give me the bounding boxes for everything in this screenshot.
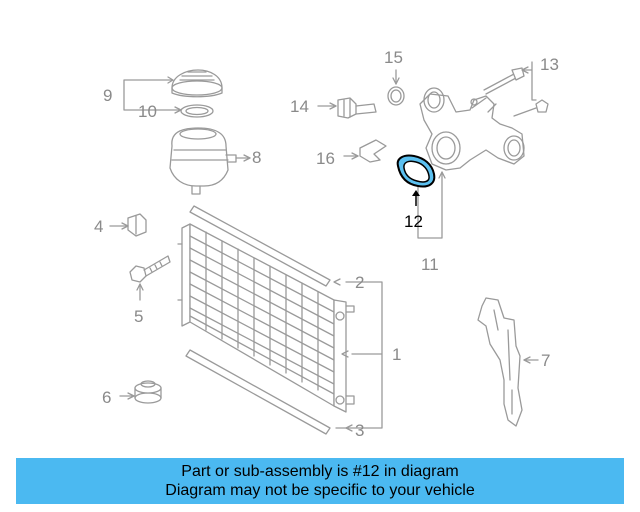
callout-13: 13 — [540, 55, 559, 74]
gasket-part-highlighted[interactable] — [396, 154, 436, 188]
callout-9: 9 — [103, 86, 112, 105]
callout-14: 14 — [290, 97, 309, 116]
callout-12: 12 — [404, 212, 423, 231]
callout-11: 11 — [421, 255, 439, 274]
callout-3: 3 — [355, 421, 364, 440]
callout-2: 2 — [355, 273, 364, 292]
radiator-part — [177, 223, 355, 413]
banner-line-part-number: Part or sub-assembly is #12 in diagram — [181, 463, 459, 480]
callout-5: 5 — [134, 307, 143, 326]
reservoir-cap-part — [171, 69, 223, 98]
callout-15: 15 — [384, 48, 403, 67]
banner-line-disclaimer: Diagram may not be specific to your vehi… — [165, 482, 475, 499]
parts-diagram: 1 2 3 4 5 6 7 8 9 10 11 12 13 14 15 16 — [94, 48, 559, 440]
callout-7: 7 — [541, 351, 550, 370]
expansion-tank-part — [169, 127, 237, 195]
rubber-mount-part — [134, 380, 162, 404]
callout-bracket-9-10 — [123, 79, 181, 111]
upper-seal-strip-part — [189, 205, 331, 287]
air-duct-part — [477, 297, 523, 427]
bolt-part — [129, 255, 171, 283]
lower-seal-strip-part — [185, 349, 331, 435]
temp-sensor-part — [337, 97, 377, 119]
thermostat-housing-part — [419, 87, 525, 171]
retaining-clip-part — [359, 139, 387, 163]
callout-6: 6 — [102, 388, 111, 407]
callout-16: 16 — [316, 149, 335, 168]
cap-seal-ring-part — [180, 104, 214, 118]
housing-bolt-part — [483, 67, 549, 117]
o-ring-part — [387, 86, 405, 106]
info-banner: Part or sub-assembly is #12 in diagram D… — [16, 458, 624, 504]
callout-10: 10 — [138, 102, 157, 121]
callout-8: 8 — [252, 148, 261, 167]
callout-1: 1 — [392, 345, 401, 364]
callout-4: 4 — [94, 217, 103, 236]
mount-bushing-part — [127, 213, 147, 237]
